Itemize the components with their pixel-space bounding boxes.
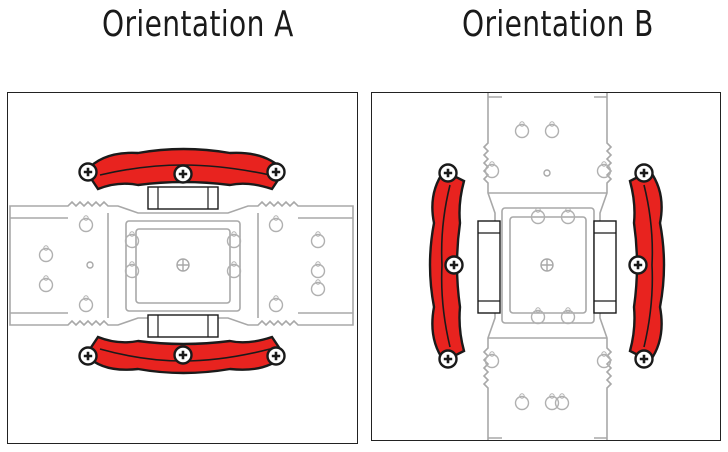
cross-screw-icon	[173, 345, 193, 365]
center-mark	[540, 169, 554, 272]
cross-screw-icon	[266, 346, 286, 366]
cross-screw-icon	[628, 255, 648, 275]
orientation-b-title: Orientation B	[462, 4, 654, 45]
orientation-b-drawing	[428, 93, 666, 440]
cross-screw-icon	[438, 349, 458, 369]
left-retention-clip	[428, 163, 501, 369]
cross-screw-icon	[438, 163, 458, 183]
cross-screw-icon	[634, 163, 654, 183]
cross-screw-icon	[173, 164, 193, 184]
cross-screw-icon	[266, 162, 286, 182]
orientation-a-panel	[7, 92, 358, 444]
bottom-retention-clip	[78, 314, 286, 375]
orientation-a-drawing	[9, 147, 354, 375]
cross-screw-icon	[78, 162, 98, 182]
bracket-holes	[38, 215, 326, 313]
center-mark	[86, 258, 190, 272]
cross-screw-icon	[634, 349, 654, 369]
right-retention-clip	[593, 163, 666, 369]
orientation-b-panel	[371, 92, 721, 441]
cross-screw-icon	[444, 255, 464, 275]
top-retention-clip	[78, 147, 286, 210]
cross-screw-icon	[78, 346, 98, 366]
orientation-a-title: Orientation A	[102, 4, 294, 45]
mounting-bracket	[9, 200, 354, 327]
